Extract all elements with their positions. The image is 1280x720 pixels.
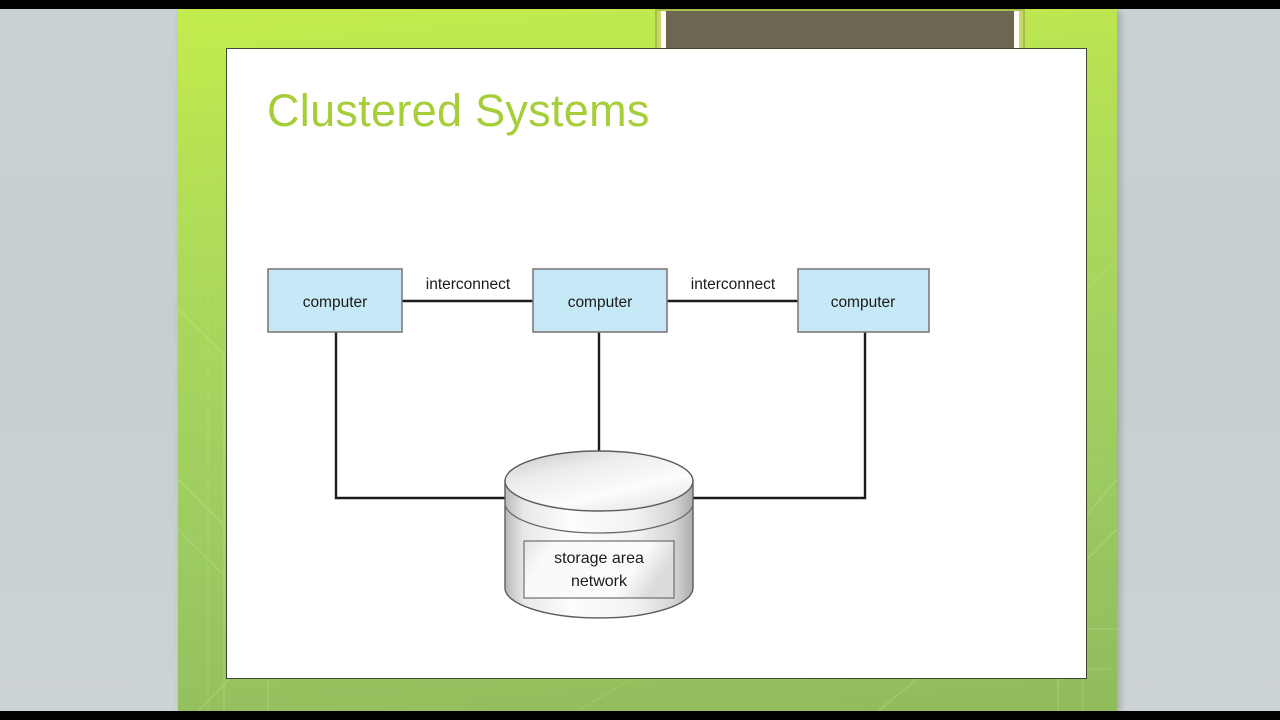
computer-box-right[interactable]: computer <box>797 268 930 333</box>
letterbox-bottom-bar <box>0 711 1280 720</box>
storage-label-line1: storage area <box>554 550 644 567</box>
letterbox-top-bar <box>0 0 1280 9</box>
computer-box-left[interactable]: computer <box>267 268 403 333</box>
interconnect-label-left: interconnect <box>426 276 511 293</box>
clustered-systems-diagram: storage area network computer computer c… <box>227 49 1088 680</box>
computer-box-right-label: computer <box>831 294 896 311</box>
computer-box-middle-label: computer <box>568 294 633 311</box>
computer-box-middle[interactable]: computer <box>532 268 668 333</box>
interconnect-label-right: interconnect <box>691 276 776 293</box>
storage-label-box <box>523 540 675 599</box>
storage-label-line2: network <box>571 573 628 590</box>
page-title: Clustered Systems <box>267 85 650 136</box>
computer-box-left-label: computer <box>303 294 368 311</box>
presentation-slide: Clustered Systems <box>178 9 1117 711</box>
slide-content-area: Clustered Systems <box>226 48 1087 679</box>
